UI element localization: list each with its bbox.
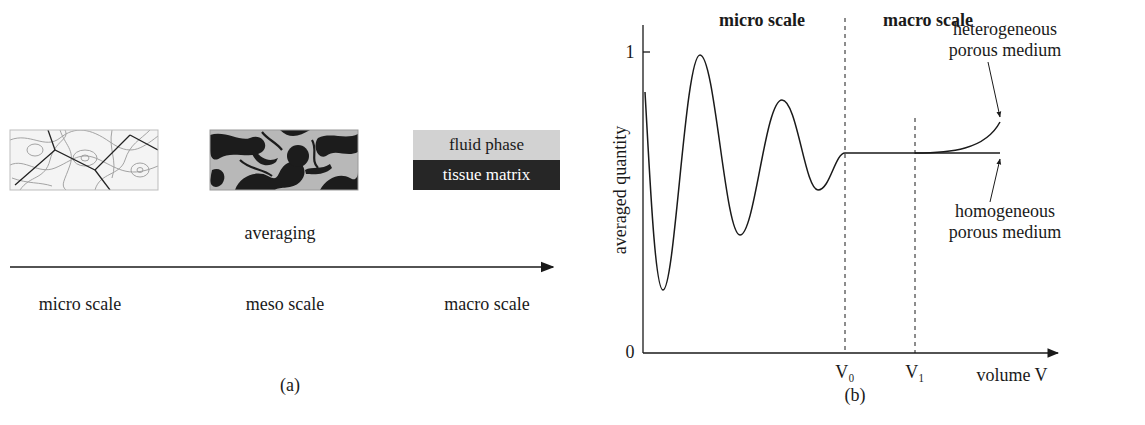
fluid-phase-box: fluid phase [413,130,560,160]
heterogeneous-curve [645,55,1000,290]
micro-illustration [10,130,158,190]
meso-frame [210,130,358,190]
y-axis [642,25,643,353]
scale-label: macro scale [444,294,529,315]
curve-label: homogeneous porous medium [935,201,1075,242]
axis-title: averaged quantity [610,126,631,254]
box-label: tissue matrix [443,165,530,185]
tick-label: 0 [626,342,635,363]
meso-illustration [210,130,358,190]
leader-arrow [990,159,1000,202]
v0-dashed-line [845,18,846,353]
panel-label: (b) [845,385,866,406]
process-label: averaging [245,223,316,244]
axis-marker: V₀ [835,362,854,383]
x-axis [643,352,1058,353]
panel-label: (a) [280,375,300,396]
homogeneous-curve [915,152,1000,154]
curve-label: heterogeneous porous medium [935,19,1075,60]
scale-label: micro scale [39,294,121,315]
region-label: micro scale [719,10,805,31]
tick-label: 1 [626,42,635,63]
scale-label: meso scale [246,294,324,315]
box-label: fluid phase [449,135,524,155]
y-tick [643,51,650,52]
axis-marker: V₁ [905,362,924,383]
leader-arrow [988,62,1000,117]
averaging-arrow [10,266,553,268]
micro-frame [10,130,158,190]
axis-title: volume V [976,365,1047,386]
tissue-matrix-box: tissue matrix [413,160,560,190]
